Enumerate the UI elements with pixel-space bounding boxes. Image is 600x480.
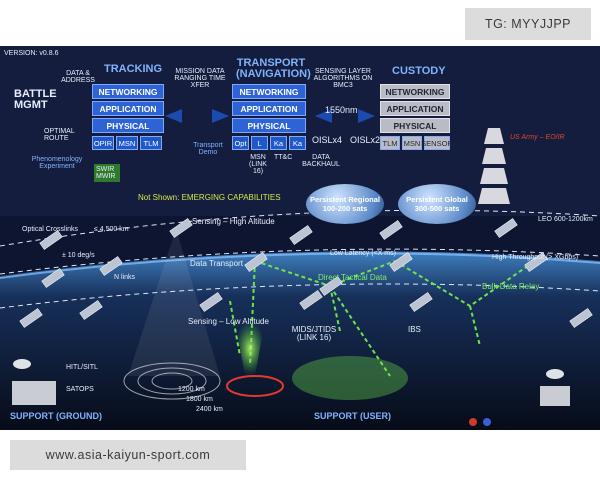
not-shown-label: Not Shown: EMERGING CAPABILITIES <box>138 193 281 202</box>
persistent-global-globe: Persistent Global 300-500 sats <box>398 184 476 224</box>
transport-chip-opt: Opt <box>232 136 249 150</box>
custody-networking: NETWORKING <box>380 84 450 99</box>
range-rings <box>123 362 221 400</box>
transport-demo-label: Transport Demo <box>193 142 223 156</box>
data-address-label: DATA & ADDRESS <box>61 70 95 84</box>
mids-label: MIDS/JTIDS (LINK 16) <box>291 325 337 342</box>
data-transport-label: Data Transport <box>190 259 243 268</box>
vehicle-zone <box>226 375 284 397</box>
ground-dish-base <box>540 386 570 406</box>
sensing-high-label: Sensing – High Altitude <box>192 217 275 226</box>
persistent-regional-globe: Persistent Regional 100-200 sats <box>306 184 384 224</box>
orbit-low <box>0 283 600 309</box>
optimal-route-label: OPTIMAL ROUTE <box>44 128 75 142</box>
top-right-watermark: TG: MYYJJPP <box>465 8 591 40</box>
tracking-title: TRACKING <box>104 63 163 75</box>
n-links-label: N links <box>114 274 136 281</box>
connectors <box>165 109 375 123</box>
leo-label: LEO 600-1200km <box>538 216 593 223</box>
direct-tactical-label: Direct Tactical Data <box>318 273 387 282</box>
persistent-global-text: Persistent Global 300-500 sats <box>406 195 468 213</box>
optical-crosslinks-label: Optical Crosslinks <box>22 226 79 233</box>
oisl-x2-label: OISLx2 <box>350 135 381 145</box>
msn-link16-label: MSN (LINK 16) <box>249 154 267 175</box>
custody-stack <box>478 128 510 204</box>
earth-horizon <box>0 251 600 430</box>
tracking-chip-msn: MSN <box>116 136 138 150</box>
transport-chip-ka-2: Ka <box>289 136 306 150</box>
orbit-leo <box>0 209 600 247</box>
custody-physical: PHYSICAL <box>380 118 450 133</box>
architecture-diagram: VERSION: v0.8.6 DATA & ADDRESS BATTLE MG… <box>0 46 600 430</box>
version-label: VERSION: v0.8.6 <box>4 50 59 57</box>
swir-mwir-label: SWIR MWIR <box>94 164 120 182</box>
ground-dish <box>13 359 31 369</box>
user-zone <box>292 356 408 400</box>
custody-title: CUSTODY <box>392 65 446 77</box>
tracking-networking: NETWORKING <box>92 84 164 99</box>
range-4500-label: ≤ 4,500 km <box>94 226 129 233</box>
ttc-label: TT&C <box>274 154 293 161</box>
transport-chip-l: L <box>251 136 268 150</box>
tray-icon-2 <box>483 418 491 426</box>
green-beam <box>235 321 265 376</box>
custody-chip-msn: MSN <box>402 136 422 150</box>
range-2400: 2400 km <box>196 406 223 413</box>
satops-label: SATOPS <box>66 386 94 393</box>
tracking-chip-tlm: TLM <box>140 136 162 150</box>
high-throughput-label: High Throughput (> XGbps) <box>492 254 579 261</box>
sensing-algos-label: SENSING LAYER ALGORITHMS ON BMC3 <box>313 68 373 89</box>
custody-application: APPLICATION <box>380 101 450 116</box>
range-1800: 1800 km <box>186 396 213 403</box>
watermark-url-text: www.asia-kaiyun-sport.com <box>45 448 211 462</box>
hitl-label: HITL/SITL <box>66 364 98 371</box>
deg-per-s-label: ± 10 deg/s <box>62 252 95 259</box>
sensing-low-label: Sensing – Low Altitude <box>188 317 269 326</box>
battle-mgmt-label: BATTLE MGMT <box>14 88 57 111</box>
watermark-text: TG: MYYJJPP <box>484 17 572 31</box>
tracking-application: APPLICATION <box>92 101 164 116</box>
bulk-relay-label: Bulk Data Relay <box>482 282 540 291</box>
ibs-label: IBS <box>408 325 421 334</box>
transport-title: TRANSPORT (NAVIGATION) <box>236 57 311 80</box>
oisl-x4-label: OISLx4 <box>312 135 343 145</box>
tracking-chip-opir: OPIR <box>92 136 114 150</box>
tracking-physical: PHYSICAL <box>92 118 164 133</box>
persistent-regional-text: Persistent Regional 100-200 sats <box>309 195 381 213</box>
low-latency-label: Low Latency (<X ms) <box>330 250 396 257</box>
transport-networking: NETWORKING <box>232 84 306 99</box>
support-user-label: SUPPORT (USER) <box>314 411 392 421</box>
bottom-left-watermark: www.asia-kaiyun-sport.com <box>10 440 246 470</box>
data-backhaul-label: DATA BACKHAUL <box>302 154 340 168</box>
sensing-cone <box>128 229 220 376</box>
phenomenology-label: Phenomenology Experiment <box>31 156 83 170</box>
mission-data-label: MISSION DATA RANGING TIME XFER <box>174 68 226 89</box>
transport-application: APPLICATION <box>232 101 306 116</box>
diagram-graphics <box>0 46 600 430</box>
ship-dish <box>546 369 564 379</box>
satellites <box>19 218 593 328</box>
tray-icon-1 <box>469 418 477 426</box>
transport-physical: PHYSICAL <box>232 118 306 133</box>
range-1200: 1200 km <box>178 386 205 393</box>
support-ground-label: SUPPORT (GROUND) <box>10 411 102 421</box>
custody-chip-tlm: TLM <box>380 136 400 150</box>
custody-chip-sensor: SENSOR <box>421 136 453 150</box>
link-1550-label: 1550nm <box>325 105 358 115</box>
us-army-label: US Army – EO/IR <box>510 134 565 141</box>
orbit-mid <box>0 248 600 275</box>
atmosphere-line <box>0 252 600 279</box>
ground-building <box>12 381 56 405</box>
transport-chip-ka-1: Ka <box>270 136 287 150</box>
